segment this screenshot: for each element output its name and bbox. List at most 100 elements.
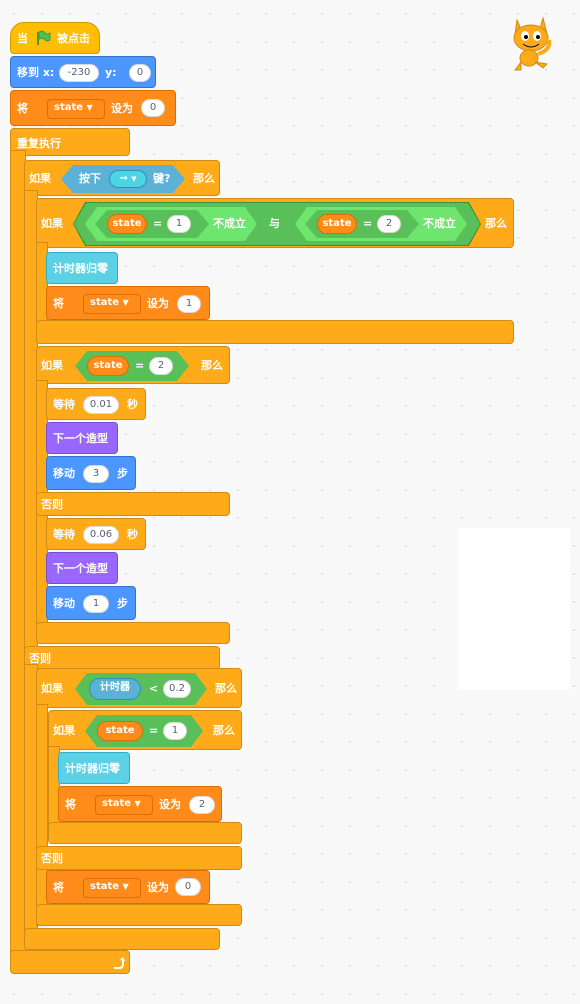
cmp-value-input[interactable]: 2 <box>377 215 401 233</box>
when-flag-clicked-block[interactable]: 当 被点击 <box>10 22 100 54</box>
not-operator-1[interactable]: state = 1 不成立 <box>85 207 257 241</box>
equals-operator-4[interactable]: state = 1 <box>85 715 203 747</box>
set-state-block-1[interactable]: 将 state ▼ 设为 1 <box>46 286 210 320</box>
set-value-input[interactable]: 1 <box>177 295 201 313</box>
forever-block[interactable]: 重复执行 <box>10 128 130 156</box>
green-flag-icon <box>35 30 51 46</box>
next-costume-block-1[interactable]: 下一个造型 <box>46 422 118 454</box>
if-state-eq-1-block[interactable]: 如果 state = 1 那么 <box>48 710 242 750</box>
not-operator-2[interactable]: state = 2 不成立 <box>295 207 467 241</box>
cmp-value-input[interactable]: 1 <box>167 215 191 233</box>
else-block-2[interactable]: 否则 <box>36 846 242 870</box>
and-operator[interactable]: state = 1 不成立 与 state = 2 不成立 <box>73 202 481 246</box>
equals-operator-3[interactable]: state = 2 <box>75 351 189 381</box>
goto-xy-block[interactable]: 移到 x: -230 y: 0 <box>10 56 156 88</box>
set-label: 将 <box>53 297 64 310</box>
wait-value-input[interactable]: 0.01 <box>83 396 119 414</box>
variable-name: state <box>54 102 84 113</box>
then-label: 那么 <box>193 172 215 185</box>
state-reporter[interactable]: state <box>107 214 147 234</box>
next-costume-label: 下一个造型 <box>53 432 108 445</box>
move-value-input[interactable]: 3 <box>83 465 109 483</box>
variable-dropdown[interactable]: state ▼ <box>47 99 105 119</box>
set-to-label: 设为 <box>159 798 181 811</box>
key-pressed-condition[interactable]: 按下 → ▼ 键? <box>61 165 185 193</box>
set-label: 将 <box>17 102 28 115</box>
eq-label: = <box>363 217 373 230</box>
set-label: 将 <box>53 881 64 894</box>
reset-timer-label: 计时器归零 <box>65 762 120 775</box>
variable-dropdown[interactable]: state ▼ <box>83 878 141 898</box>
not-label: 不成立 <box>213 217 246 230</box>
seconds-label: 秒 <box>127 398 138 411</box>
dropdown-arrow-icon: ▼ <box>86 103 93 112</box>
steps-label: 步 <box>117 467 128 480</box>
variable-dropdown[interactable]: state ▼ <box>83 294 141 314</box>
wait-value-input[interactable]: 0.06 <box>83 526 119 544</box>
eq-label: = <box>149 724 159 737</box>
then-label: 那么 <box>485 217 507 230</box>
move-block-2[interactable]: 移动 1 步 <box>46 586 136 620</box>
if-state-eq-2-block[interactable]: 如果 state = 2 那么 <box>36 346 230 384</box>
key-pressed-suffix: 键? <box>153 172 171 185</box>
move-block-1[interactable]: 移动 3 步 <box>46 456 136 490</box>
equals-operator-2[interactable]: state = 2 <box>305 210 419 238</box>
timer-reporter[interactable]: 计时器 <box>89 678 141 700</box>
steps-label: 步 <box>117 597 128 610</box>
then-label: 那么 <box>215 682 237 695</box>
wait-label: 等待 <box>53 528 75 541</box>
cmp-value-input[interactable]: 2 <box>149 357 173 375</box>
goto-y-input[interactable]: 0 <box>129 64 151 82</box>
else-block-outer[interactable]: 否则 <box>24 646 220 670</box>
dropdown-arrow-icon: ▼ <box>131 175 137 183</box>
if-not-and-bottom <box>36 320 514 344</box>
wait-block-2[interactable]: 等待 0.06 秒 <box>46 518 146 550</box>
state-reporter[interactable]: state <box>87 356 129 376</box>
reset-timer-label: 计时器归零 <box>53 262 108 275</box>
wait-block-1[interactable]: 等待 0.01 秒 <box>46 388 146 420</box>
if-not-and-block[interactable]: 如果 state = 1 不成立 与 state = 2 不成立 那么 <box>36 198 514 248</box>
when-label: 当 <box>17 32 28 45</box>
stage-overlay <box>458 528 570 690</box>
state-reporter[interactable]: state <box>317 214 357 234</box>
set-to-label: 设为 <box>147 881 169 894</box>
lt-label: < <box>149 682 159 695</box>
outer-if-bottom <box>24 928 220 950</box>
goto-x-input[interactable]: -230 <box>59 64 99 82</box>
timer-value-input[interactable]: 0.2 <box>163 680 191 698</box>
reset-timer-block[interactable]: 计时器归零 <box>46 252 118 284</box>
set-value-input[interactable]: 0 <box>141 99 165 117</box>
equals-operator-1[interactable]: state = 1 <box>95 210 209 238</box>
else-label: 否则 <box>41 852 63 865</box>
state-reporter[interactable]: state <box>97 721 143 741</box>
loop-arrow-icon <box>111 955 125 969</box>
set-value-input[interactable]: 0 <box>175 878 201 896</box>
forever-bottom[interactable] <box>10 950 130 974</box>
set-to-label: 设为 <box>147 297 169 310</box>
next-costume-block-2[interactable]: 下一个造型 <box>46 552 118 584</box>
key-dropdown[interactable]: → ▼ <box>109 170 147 188</box>
if-state-eq-2-bottom <box>36 622 230 644</box>
set-state-block-init[interactable]: 将 state ▼ 设为 0 <box>10 90 176 126</box>
set-state-block-0[interactable]: 将 state ▼ 设为 0 <box>46 870 210 904</box>
if-key-pressed-block[interactable]: 如果 按下 → ▼ 键? 那么 <box>24 160 220 196</box>
set-state-block-2[interactable]: 将 state ▼ 设为 2 <box>58 786 222 822</box>
else-label: 否则 <box>41 498 63 511</box>
cmp-value-input[interactable]: 1 <box>163 722 187 740</box>
goto-label: 移到 x: <box>17 66 55 79</box>
reset-timer-block-2[interactable]: 计时器归零 <box>58 752 130 784</box>
else-block-1[interactable]: 否则 <box>36 492 230 516</box>
if-state-eq-1-bottom <box>48 822 242 844</box>
lt-operator[interactable]: 计时器 < 0.2 <box>75 673 207 705</box>
variable-name: state <box>90 297 120 308</box>
next-costume-label: 下一个造型 <box>53 562 108 575</box>
if-timer-lt-block[interactable]: 如果 计时器 < 0.2 那么 <box>36 668 242 708</box>
variable-name: state <box>102 798 132 809</box>
key-pressed-prefix: 按下 <box>79 172 101 185</box>
set-to-label: 设为 <box>111 102 133 115</box>
set-value-input[interactable]: 2 <box>189 796 215 814</box>
seconds-label: 秒 <box>127 528 138 541</box>
variable-dropdown[interactable]: state ▼ <box>95 795 153 815</box>
if-timer-lt-bottom <box>36 904 242 926</box>
move-value-input[interactable]: 1 <box>83 595 109 613</box>
